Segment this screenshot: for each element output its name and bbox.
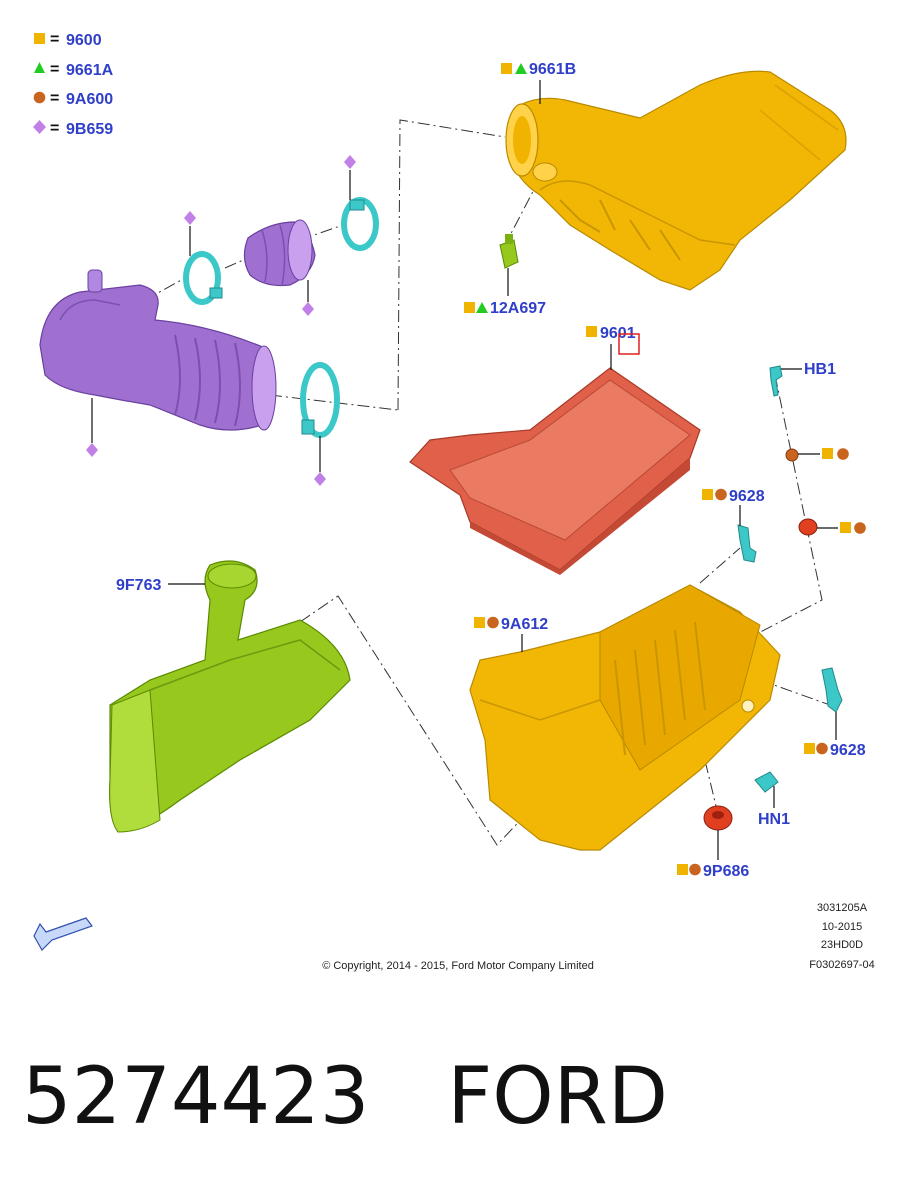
direction-arrow-icon — [33, 917, 93, 951]
inlet-duct-assembly — [39, 269, 277, 431]
square-icon — [501, 63, 512, 74]
legend: = 9600 = 9661A = 9A600 = 9B659 — [33, 31, 114, 138]
diamond-icon — [314, 472, 326, 486]
legend-eq-3: = — [50, 90, 59, 107]
clip-hn1 — [754, 771, 779, 793]
part-number: 5274423 — [22, 1052, 370, 1142]
circle-icon — [715, 488, 727, 501]
assembly-lines — [144, 119, 831, 846]
square-icon — [677, 864, 688, 875]
ref-line-4: F0302697-04 — [809, 959, 874, 971]
hose-clamps — [183, 197, 379, 438]
clamp-small-left — [183, 251, 221, 305]
circle-icon — [487, 616, 499, 629]
air-intake-snorkel — [109, 560, 351, 833]
diamond-icon — [344, 155, 356, 169]
ref-line-3: 23HD0D — [821, 939, 863, 951]
circle-icon — [854, 522, 866, 534]
air-filter-element — [409, 367, 701, 575]
ref-line-1: 3031205A — [817, 902, 868, 914]
label-9601: 9601 — [600, 325, 636, 342]
brand-name: FORD — [447, 1052, 668, 1142]
label-HB1: HB1 — [804, 361, 836, 378]
label-9628-upper: 9628 — [729, 488, 765, 505]
square-icon — [702, 489, 713, 500]
clip-9628-upper — [737, 524, 757, 563]
clip-9628-lower — [821, 667, 843, 713]
triangle-icon — [34, 62, 45, 73]
legend-eq-2: = — [50, 61, 59, 78]
grommet-middle — [798, 518, 818, 536]
label-9P686: 9P686 — [703, 863, 749, 880]
triangle-icon — [515, 63, 527, 74]
selection-box — [618, 333, 640, 355]
reference-block: 3031205A 10-2015 23HD0D F0302697-04 — [809, 902, 874, 971]
grommet-upper — [785, 448, 799, 462]
mass-airflow-sensor — [499, 234, 519, 269]
part-labels: 9661B 12A697 9601 HB1 9628 9F763 — [116, 61, 866, 880]
label-9628-lower: 9628 — [830, 742, 866, 759]
legend-eq-1: = — [50, 31, 59, 48]
legend-code-9A600: 9A600 — [66, 91, 113, 108]
square-icon — [474, 617, 485, 628]
circle-icon — [689, 863, 701, 876]
square-icon — [464, 302, 475, 313]
square-icon — [34, 33, 45, 44]
square-icon — [804, 743, 815, 754]
legend-code-9B659: 9B659 — [66, 121, 113, 138]
circle-icon — [837, 448, 849, 460]
circle-icon — [816, 742, 828, 755]
circle-icon — [33, 91, 46, 104]
label-9A612: 9A612 — [501, 616, 548, 633]
triangle-icon — [476, 302, 488, 313]
duct-coupler — [243, 219, 316, 287]
air-cleaner-housing — [469, 584, 781, 851]
diamond-icon — [33, 120, 46, 134]
part-caption: 5274423 FORD — [22, 1052, 902, 1152]
diamond-icon — [302, 302, 314, 316]
clamp-large — [300, 362, 340, 438]
label-9661B: 9661B — [529, 61, 576, 78]
air-cleaner-cover — [505, 70, 847, 291]
square-icon — [822, 448, 833, 459]
label-HN1: HN1 — [758, 811, 790, 828]
square-icon — [586, 326, 597, 337]
parts-diagram: = 9600 = 9661A = 9A600 = 9B659 — [33, 31, 875, 972]
square-icon — [840, 522, 851, 533]
diamond-markers — [86, 155, 356, 486]
legend-code-9661A: 9661A — [66, 62, 114, 79]
diamond-icon — [184, 211, 196, 225]
ref-line-2: 10-2015 — [822, 921, 862, 933]
small-parts — [703, 365, 843, 831]
label-12A697: 12A697 — [490, 300, 546, 317]
legend-code-9600: 9600 — [66, 32, 102, 49]
copyright-notice: © Copyright, 2014 - 2015, Ford Motor Com… — [322, 960, 594, 972]
legend-eq-4: = — [50, 120, 59, 137]
diamond-icon — [86, 443, 98, 457]
label-9F763: 9F763 — [116, 577, 161, 594]
bolt-hb1 — [769, 365, 783, 397]
